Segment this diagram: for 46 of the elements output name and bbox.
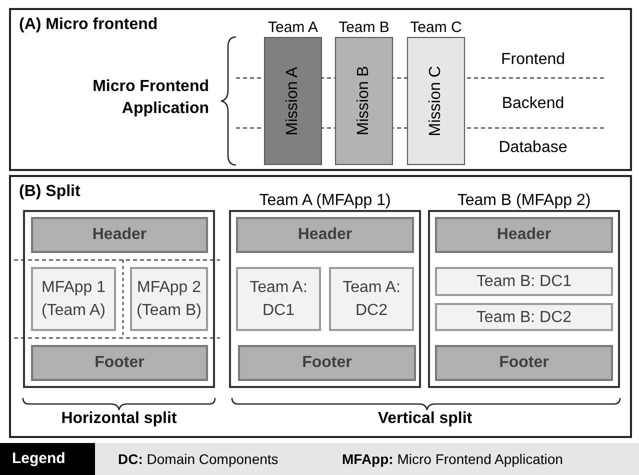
component-label: MFApp 1 (Team A) bbox=[40, 278, 107, 321]
bar-label: Footer bbox=[499, 353, 549, 373]
bar-label: Footer bbox=[94, 353, 144, 373]
component-box bbox=[236, 267, 321, 331]
bar-label: Footer bbox=[302, 353, 352, 373]
layout-bar bbox=[31, 345, 208, 381]
component-label: Team A: DC1 bbox=[248, 278, 308, 321]
team-label: Team C bbox=[409, 18, 463, 38]
panel bbox=[9, 175, 632, 438]
component-box bbox=[31, 267, 116, 331]
component-box bbox=[130, 267, 208, 331]
layer-label: Frontend bbox=[500, 50, 566, 70]
box-frame bbox=[23, 210, 215, 388]
layout-bar bbox=[31, 217, 208, 253]
component-label: Team A: DC2 bbox=[342, 278, 402, 321]
layout-bar bbox=[435, 345, 613, 381]
team-label: Team A bbox=[266, 18, 320, 38]
mission-label: Mission C bbox=[426, 66, 445, 136]
layout-bar bbox=[238, 345, 416, 381]
panel-title: (B) Split bbox=[19, 182, 80, 202]
layout-bar bbox=[236, 217, 414, 253]
component-label: Team B: DC2 bbox=[475, 308, 573, 328]
panel bbox=[9, 8, 632, 171]
layer-label: Backend bbox=[500, 94, 566, 114]
mission-label: Mission B bbox=[354, 66, 373, 136]
group-label: Vertical split bbox=[376, 409, 474, 429]
mission-label: Mission A bbox=[283, 66, 302, 136]
layer-label: Database bbox=[498, 138, 568, 158]
frame-title: Team A (MFApp 1) bbox=[258, 191, 392, 211]
team-label: Team B bbox=[338, 18, 390, 38]
layout-bar bbox=[435, 217, 613, 253]
bar-label: Header bbox=[92, 225, 147, 245]
component-box bbox=[435, 267, 613, 296]
component-box bbox=[329, 267, 414, 331]
panel-title: (A) Micro frontend bbox=[19, 15, 158, 35]
component-label: MFApp 2 (Team B) bbox=[136, 278, 202, 321]
frame-title: Team B (MFApp 2) bbox=[456, 191, 592, 211]
bar-label: Header bbox=[496, 225, 552, 245]
group-label: Horizontal split bbox=[60, 409, 178, 429]
application-label: Micro Frontend Application bbox=[92, 77, 209, 119]
legend-entry: DC: Domain Components bbox=[118, 450, 278, 469]
component-box bbox=[435, 303, 613, 331]
legend-title: Legend bbox=[0, 443, 95, 475]
component-label: Team B: DC1 bbox=[475, 272, 573, 292]
bar-label: Header bbox=[298, 225, 352, 245]
legend-entry: MFApp: Micro Frontend Application bbox=[342, 450, 563, 469]
